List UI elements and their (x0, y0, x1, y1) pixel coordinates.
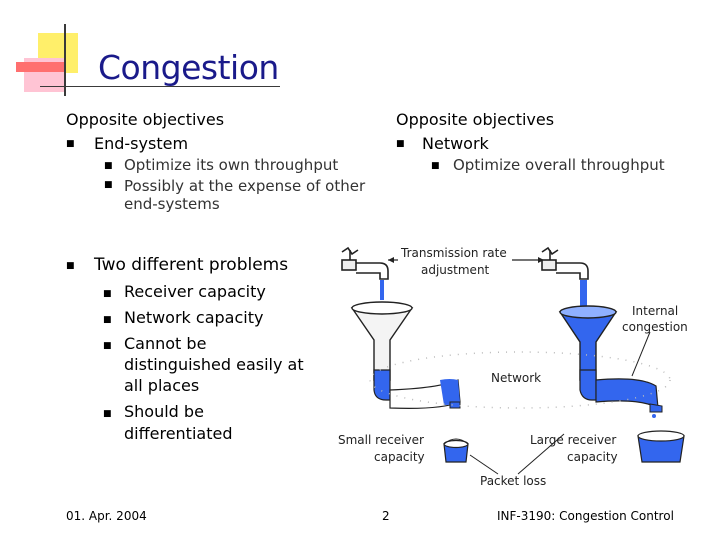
rate-arrow-right-head (538, 257, 544, 263)
network-ellipse (369, 351, 671, 409)
rate-label-2: adjustment (421, 263, 490, 277)
left-tap-icon (341, 246, 389, 280)
internal-congestion-label-2: congestion (622, 320, 688, 334)
large-receiver-label-2: capacity (567, 450, 618, 464)
problem-item-2: Network capacity (124, 308, 264, 327)
bullet-icon: ■ (103, 409, 112, 419)
small-receiver-label-1: Small receiver (338, 433, 424, 447)
footer-page-number: 2 (382, 509, 390, 523)
problem-item-3-cont: distinguished easily at (124, 355, 304, 374)
rate-label-1: Transmission rate (401, 246, 507, 260)
packet-loss-line-right (517, 433, 565, 475)
bullet-icon: ■ (103, 341, 112, 351)
packet-loss-label: Packet loss (480, 474, 547, 488)
left-sub-2: Possibly at the expense of other (124, 177, 366, 195)
right-funnel-icon (558, 305, 663, 418)
large-bucket-icon (637, 430, 685, 463)
problem-item-4: Should be (124, 402, 204, 421)
right-item: Network (422, 134, 489, 153)
bullet-icon: ■ (396, 139, 405, 149)
right-sub-1: Optimize overall throughput (453, 156, 665, 174)
congestion-diagram (341, 246, 685, 475)
slide-title: Congestion (98, 48, 279, 87)
bullet-icon: ■ (103, 315, 112, 325)
internal-congestion-label-1: Internal (632, 304, 679, 318)
left-funnel-icon (350, 301, 461, 409)
rate-arrow-left-head (388, 257, 394, 263)
problem-item-1: Receiver capacity (124, 282, 266, 301)
packet-loss-line-left (469, 454, 499, 475)
problem-item-3: Cannot be (124, 334, 207, 353)
bullet-icon: ■ (104, 180, 113, 190)
bullet-icon: ■ (431, 161, 440, 171)
deco-horizontal-line (40, 86, 280, 87)
small-bucket-icon (443, 438, 469, 463)
footer-date: 01. Apr. 2004 (66, 509, 147, 523)
problem-item-3-cont: all places (124, 376, 200, 395)
deco-red-bar (16, 62, 64, 72)
right-water-stream (580, 280, 587, 310)
title-decoration (0, 0, 280, 100)
small-receiver-label-2: capacity (374, 450, 425, 464)
left-item: End-system (94, 134, 189, 153)
bullet-icon: ■ (104, 161, 113, 171)
right-heading: Opposite objectives (396, 110, 555, 129)
deco-vertical-line (64, 24, 66, 96)
left-water-stream (380, 280, 384, 300)
left-sub-3: end-systems (124, 195, 220, 213)
bullet-icon: ■ (66, 139, 75, 149)
problems-heading: Two different problems (94, 255, 289, 275)
footer-course: INF-3190: Congestion Control (497, 509, 674, 523)
network-label: Network (491, 371, 542, 385)
internal-congestion-line (631, 331, 651, 377)
right-tap-icon (541, 246, 589, 280)
bullet-icon: ■ (66, 261, 75, 271)
problem-item-4-cont: differentiated (124, 424, 233, 443)
large-receiver-label-1: Large receiver (530, 433, 617, 447)
left-heading: Opposite objectives (66, 110, 225, 129)
bullet-icon: ■ (103, 289, 112, 299)
left-sub-1: Optimize its own throughput (124, 156, 339, 174)
